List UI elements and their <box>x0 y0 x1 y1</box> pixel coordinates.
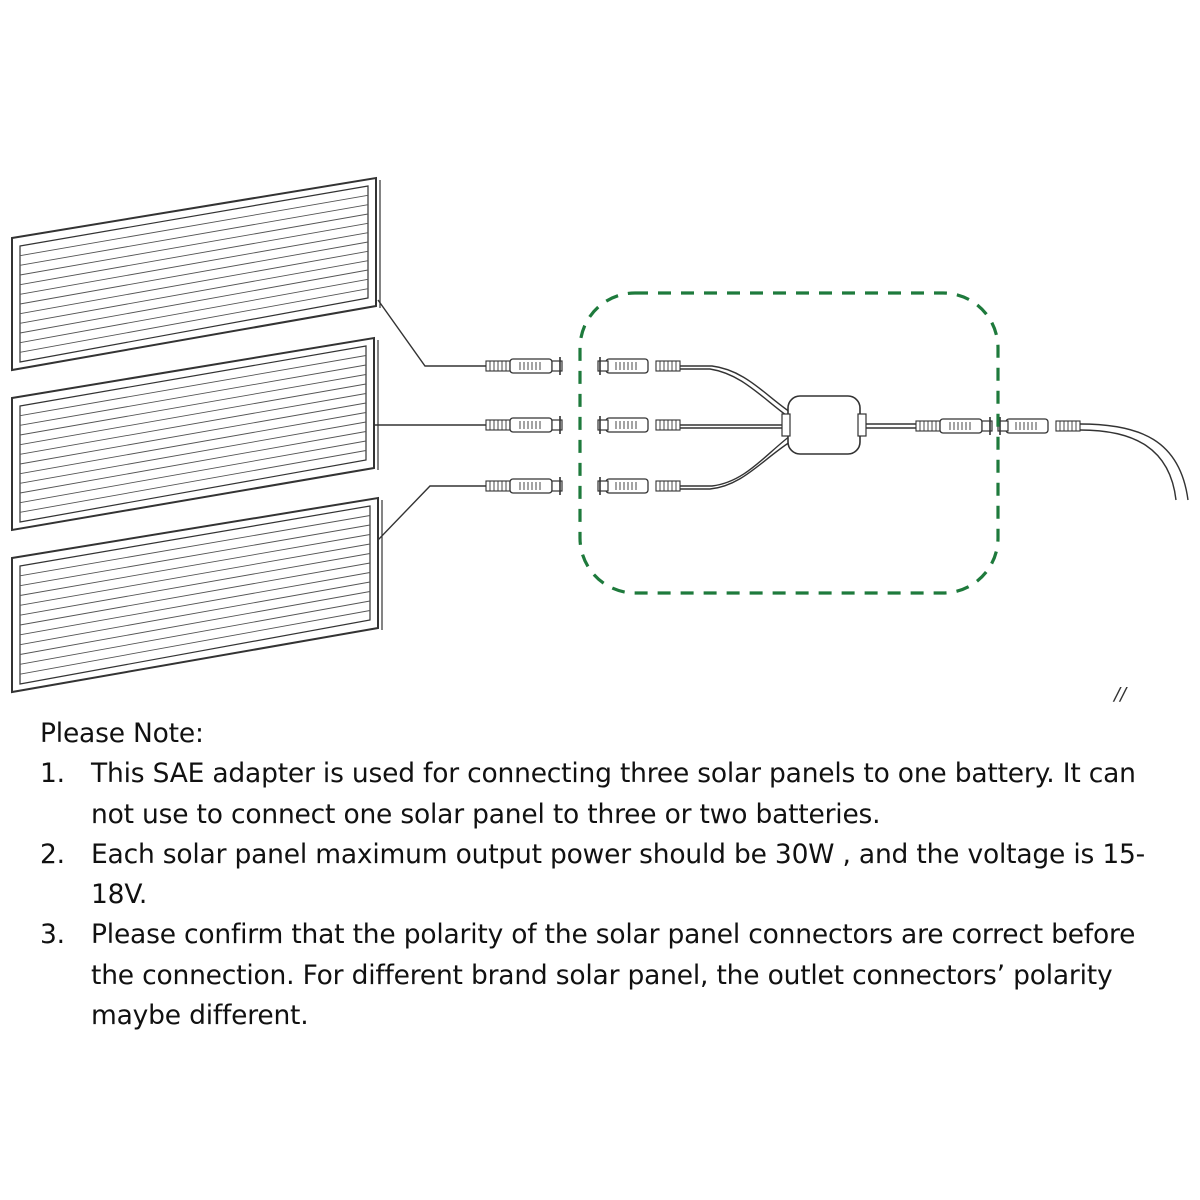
notes-heading: Please Note: <box>40 718 204 749</box>
sae-connectors <box>485 357 1081 495</box>
adapter-input-3-connector <box>597 477 681 495</box>
note-number: 2. <box>40 838 65 870</box>
branch-3b <box>680 441 791 490</box>
panel-1-lead <box>377 299 486 367</box>
battery-cable-b <box>1079 429 1177 501</box>
solar-panels <box>11 176 383 694</box>
adapter-input-1-connector <box>597 357 681 375</box>
note-number: 3. <box>40 919 65 951</box>
splitter-hub <box>787 395 861 455</box>
panel-2-connector <box>485 416 563 434</box>
branch-1 <box>680 365 791 413</box>
note-text: Each solar panel maximum output power sh… <box>91 838 1146 911</box>
adapter-input-2-connector <box>597 416 681 434</box>
note-text: This SAE adapter is used for connecting … <box>91 758 1136 830</box>
panel-1-connector <box>485 357 563 375</box>
solar-panel <box>11 496 383 694</box>
marker-text: // <box>1114 684 1127 705</box>
panel-3-lead <box>377 485 486 541</box>
battery-connector <box>997 417 1081 435</box>
solar-panel <box>11 336 379 532</box>
notes-section: Please Note: 1. This SAE adapter is used… <box>40 714 1170 1036</box>
branch-1b <box>680 368 791 419</box>
note-item: 3. Please confirm that the polarity of t… <box>40 915 1170 1036</box>
note-item: 1. This SAE adapter is used for connecti… <box>40 754 1170 835</box>
solar-adapter-diagram <box>11 176 1189 694</box>
panel-3-connector <box>485 477 563 495</box>
battery-cable <box>1079 423 1189 501</box>
branch-3 <box>680 435 791 487</box>
solar-panel <box>11 176 381 372</box>
notes-list: 1. This SAE adapter is used for connecti… <box>40 754 1170 1036</box>
adapter-output-connector <box>915 417 993 435</box>
note-text: Please confirm that the polarity of the … <box>91 919 1136 1032</box>
splitter-hub-right-boot <box>857 413 867 437</box>
note-number: 1. <box>40 758 65 790</box>
splitter-hub-left-boot <box>781 413 791 437</box>
adapter-highlight-box <box>578 291 1000 595</box>
note-item: 2. Each solar panel maximum output power… <box>40 835 1170 916</box>
cables <box>374 299 1189 541</box>
